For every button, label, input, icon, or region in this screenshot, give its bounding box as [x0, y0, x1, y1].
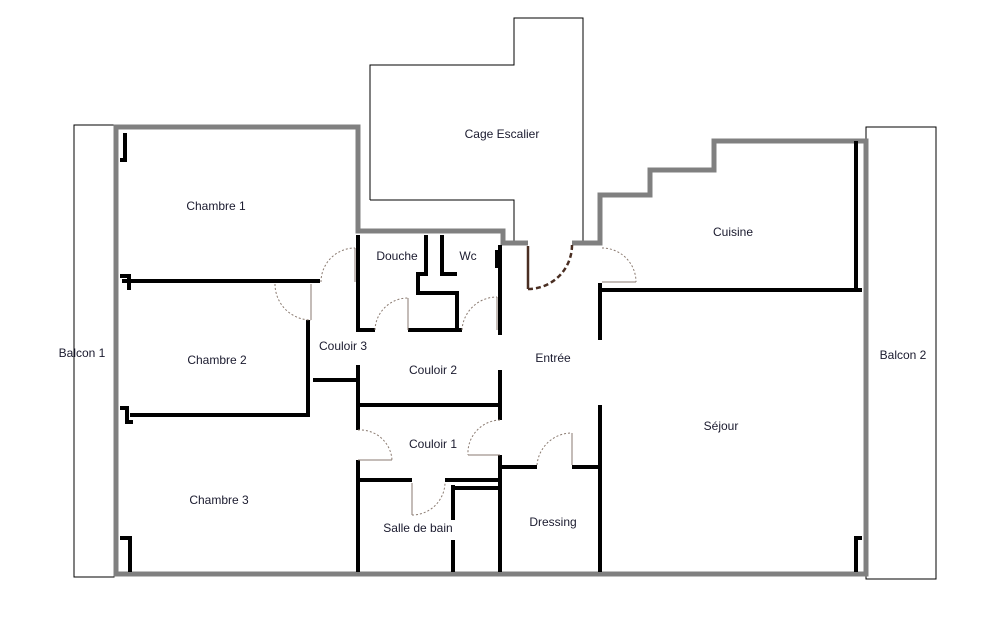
exterior-wall: [113, 124, 869, 577]
cage-escalier-bottom: [370, 199, 515, 242]
label-balcon-2: Balcon 2: [880, 348, 927, 362]
label-cuisine: Cuisine: [713, 225, 753, 239]
label-dressing: Dressing: [529, 515, 576, 529]
doors: [274, 244, 637, 516]
label-sejour: Séjour: [704, 419, 739, 433]
label-wc: Wc: [459, 249, 476, 263]
interior-walls: [120, 133, 862, 572]
label-balcon-1: Balcon 1: [59, 346, 106, 360]
label-entree: Entrée: [535, 351, 571, 365]
label-salle-de-bain: Salle de bain: [383, 521, 452, 535]
label-chambre-1: Chambre 1: [186, 199, 246, 213]
label-couloir-3: Couloir 3: [319, 339, 367, 353]
label-chambre-2: Chambre 2: [187, 353, 247, 367]
cage-escalier-outline: [369, 17, 584, 242]
label-cage-escalier: Cage Escalier: [465, 127, 540, 141]
label-couloir-1: Couloir 1: [409, 437, 457, 451]
label-chambre-3: Chambre 3: [189, 493, 249, 507]
label-couloir-2: Couloir 2: [409, 363, 457, 377]
label-douche: Douche: [376, 249, 418, 263]
